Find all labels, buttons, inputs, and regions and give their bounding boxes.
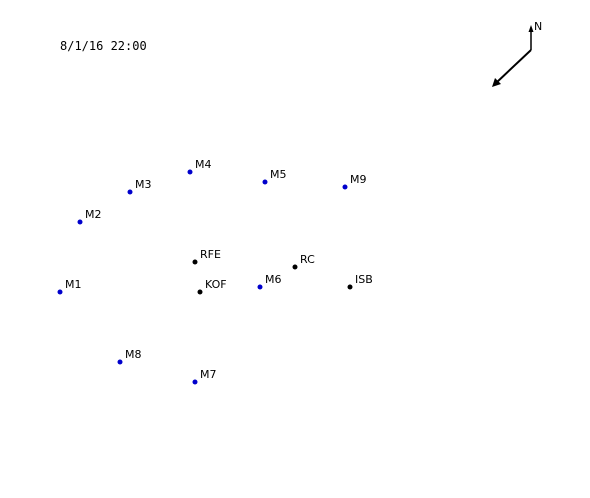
station-dot (197, 289, 203, 295)
station-label: M5 (270, 168, 287, 181)
station-marker: RFE (192, 248, 221, 265)
station-marker: M6 (257, 273, 282, 290)
station-dot (262, 179, 268, 185)
station-marker: M7 (192, 368, 217, 385)
station-label: M7 (200, 368, 217, 381)
station-label: KOF (205, 278, 227, 291)
station-label: RC (300, 253, 315, 266)
station-dot (192, 379, 198, 385)
station-marker: KOF (197, 278, 227, 295)
north-arrow-icon: N (528, 20, 542, 50)
station-dot (292, 264, 298, 270)
station-marker: ISB (347, 273, 373, 290)
station-label: M4 (195, 158, 212, 171)
station-dot (77, 219, 83, 225)
timestamp-label: 8/1/16 22:00 (60, 39, 147, 53)
station-label: RFE (200, 248, 221, 261)
station-marker: M1 (57, 278, 82, 295)
station-label: M6 (265, 273, 282, 286)
station-label: M1 (65, 278, 82, 291)
station-marker: M3 (127, 178, 152, 195)
station-dot (257, 284, 263, 290)
station-marker: M2 (77, 208, 102, 225)
north-label: N (534, 20, 542, 33)
station-label: ISB (355, 273, 373, 286)
station-marker: M4 (187, 158, 212, 175)
station-label: M9 (350, 173, 367, 186)
station-dot (57, 289, 63, 295)
station-dot (127, 189, 133, 195)
station-dot (342, 184, 348, 190)
station-dot (347, 284, 353, 290)
station-label: M8 (125, 348, 142, 361)
wind-arrow-icon (492, 49, 532, 87)
station-dot (117, 359, 123, 365)
station-marker: M5 (262, 168, 287, 185)
station-marker: M8 (117, 348, 142, 365)
station-label: M2 (85, 208, 102, 221)
station-marker: M9 (342, 173, 367, 190)
station-dot (187, 169, 193, 175)
station-dot (192, 259, 198, 265)
station-label: M3 (135, 178, 152, 191)
station-marker: RC (292, 253, 315, 270)
